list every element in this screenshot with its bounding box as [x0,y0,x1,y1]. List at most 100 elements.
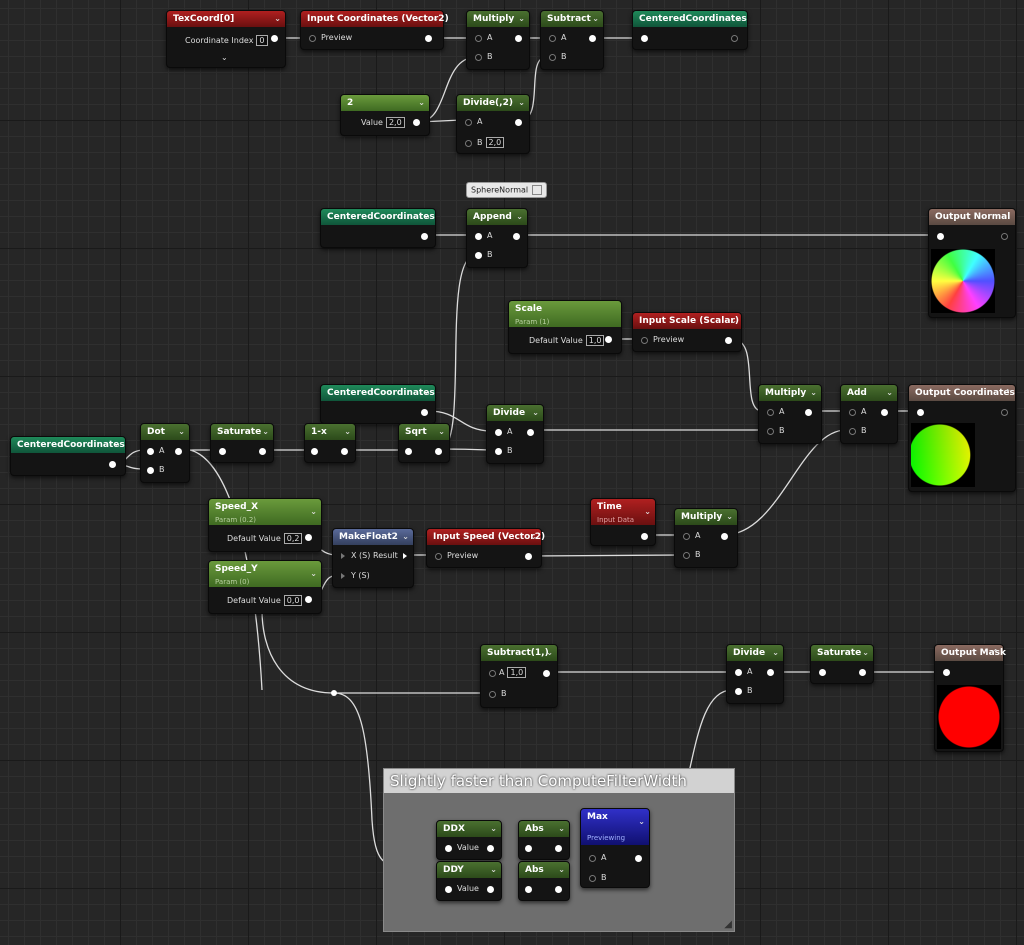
input-pin-a[interactable] [735,669,742,676]
output-pin[interactable] [487,845,494,852]
node-subtract[interactable]: Subtract⌄ A B [540,10,604,70]
chevron-down-icon[interactable]: ⌄ [344,427,351,436]
chevron-down-icon[interactable]: ⌄ [114,440,121,449]
chevron-down-icon[interactable]: ⌄ [862,648,869,657]
output-pin[interactable] [527,429,534,436]
chevron-down-icon[interactable]: ⌄ [310,507,317,516]
field-value[interactable]: 0 [256,35,268,46]
chevron-down-icon[interactable]: ⌄ [274,14,281,23]
node-abs[interactable]: Abs⌄ [518,820,570,860]
node-centered-coordinates[interactable]: CenteredCoordinates⌄ [320,384,436,424]
input-pin[interactable] [445,886,452,893]
output-pin[interactable] [543,670,550,677]
node-multiply[interactable]: Multiply⌄ A B [466,10,530,70]
input-pin-a[interactable] [589,855,596,862]
input-pin-a[interactable] [489,670,496,677]
node-centered-coordinates[interactable]: CenteredCoordinates⌄ [10,436,126,476]
node-output-mask[interactable]: Output Mask⌃ [934,644,1006,752]
chevron-down-icon[interactable]: ⌄ [638,817,645,826]
input-pin-a[interactable] [849,409,856,416]
input-pin[interactable] [405,448,412,455]
chevron-down-icon[interactable]: ⌄ [810,388,817,397]
input-pin[interactable] [917,409,924,416]
node-input-coordinates[interactable]: Input Coordinates (Vector2)⌄ Preview [300,10,449,50]
node-append[interactable]: Append⌄ A B [466,208,528,268]
field-value[interactable]: 2,0 [485,137,505,148]
output-pin[interactable] [859,669,866,676]
output-pin[interactable] [641,533,648,540]
node-input-scale[interactable]: Input Scale (Scalar)⌄ Preview [632,312,742,352]
output-pin[interactable] [805,409,812,416]
output-pin[interactable] [109,461,116,468]
input-pin-a[interactable] [147,448,154,455]
output-pin[interactable] [589,35,596,42]
chevron-down-icon[interactable]: ⌄ [178,427,185,436]
input-pin[interactable] [937,233,944,240]
node-makefloat2[interactable]: MakeFloat2⌄ X (S) Y (S) Result [332,528,414,588]
node-sqrt[interactable]: Sqrt⌄ [398,423,450,463]
node-ddy[interactable]: DDY⌄ Value [436,861,502,901]
chevron-down-icon[interactable]: ⌄ [592,14,599,23]
field-value[interactable]: 1,0 [585,335,605,346]
chevron-up-icon[interactable]: ⌃ [992,648,999,657]
output-pin[interactable] [1001,233,1008,240]
chevron-down-icon[interactable]: ⌄ [438,427,445,436]
input-pin-b[interactable] [589,875,596,882]
input-pin[interactable] [435,553,442,560]
chevron-down-icon[interactable]: ⌄ [221,53,228,62]
output-pin[interactable] [425,35,432,42]
output-pin[interactable] [271,35,278,42]
chevron-down-icon[interactable]: ⌄ [518,14,525,23]
output-pin[interactable] [515,119,522,126]
input-pin-a[interactable] [465,119,472,126]
output-pin[interactable] [605,336,612,343]
comment-title[interactable]: Slightly faster than ComputeFilterWidth [384,769,734,793]
node-input-speed[interactable]: Input Speed (Vector2)⌄ Preview [426,528,545,568]
input-pin-a[interactable] [475,35,482,42]
node-abs[interactable]: Abs⌄ [518,861,570,901]
input-pin-b[interactable] [849,428,856,435]
resize-grip-icon[interactable]: ◢ [724,919,732,930]
output-pin[interactable] [413,119,420,126]
input-pin-b[interactable] [549,54,556,61]
input-pin-b[interactable] [683,552,690,559]
node-one-minus[interactable]: 1-x⌄ [304,423,356,463]
chevron-down-icon[interactable]: ⌄ [402,532,409,541]
input-pin-a[interactable] [767,409,774,416]
input-pin[interactable] [943,669,950,676]
output-pin[interactable] [305,534,312,541]
input-pin-b[interactable] [735,688,742,695]
node-add[interactable]: Add⌄ A B [840,384,898,444]
input-pin-b[interactable] [147,467,154,474]
node-saturate[interactable]: Saturate⌄ [810,644,874,684]
output-pin[interactable] [555,886,562,893]
chevron-down-icon[interactable]: ⌄ [418,98,425,107]
input-pin-b[interactable] [489,691,496,698]
chevron-down-icon[interactable]: ⌄ [558,865,565,874]
output-pin[interactable] [725,337,732,344]
node-dot[interactable]: Dot⌄ A B [140,423,190,483]
field-value[interactable]: 0,0 [283,595,303,606]
output-pin[interactable] [555,845,562,852]
input-pin-y[interactable] [341,573,345,579]
output-pin[interactable] [421,233,428,240]
output-pin[interactable] [175,448,182,455]
input-pin[interactable] [309,35,316,42]
input-pin-x[interactable] [341,553,345,559]
chevron-down-icon[interactable]: ⌄ [730,316,737,325]
input-pin[interactable] [525,886,532,893]
output-pin[interactable] [421,409,428,416]
input-pin[interactable] [641,35,648,42]
chevron-down-icon[interactable]: ⌄ [886,388,893,397]
